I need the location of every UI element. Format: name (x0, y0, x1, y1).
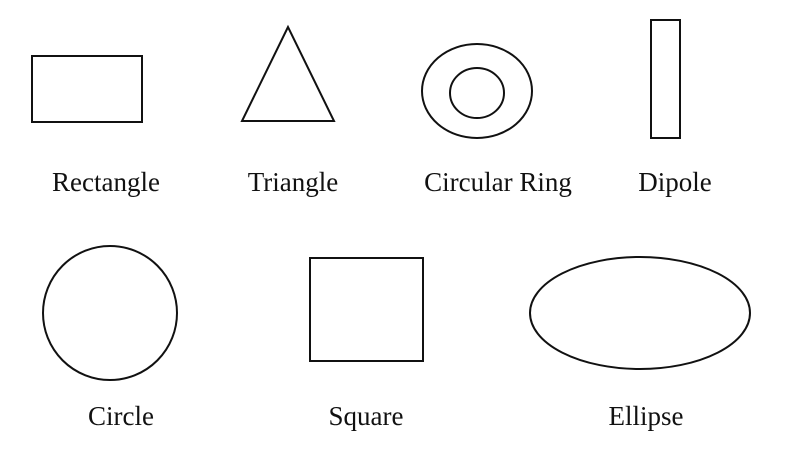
rectangle-label: Rectangle (52, 167, 160, 197)
circle-shape (43, 246, 177, 380)
circular-ring-shape (422, 44, 532, 138)
circular-ring-outer (422, 44, 532, 138)
circular-ring-inner (450, 68, 504, 118)
dipole-shape (651, 20, 680, 138)
triangle-label: Triangle (247, 167, 339, 197)
circular-ring-label: Circular Ring (424, 167, 572, 197)
rectangle-shape (32, 56, 142, 122)
ellipse-shape (530, 257, 750, 369)
dipole-label: Dipole (638, 167, 712, 197)
square-shape (310, 258, 423, 361)
ellipse-label: Ellipse (608, 401, 684, 431)
square-label: Square (328, 401, 404, 431)
circle-label: Circle (88, 401, 154, 431)
triangle-shape (242, 27, 334, 121)
